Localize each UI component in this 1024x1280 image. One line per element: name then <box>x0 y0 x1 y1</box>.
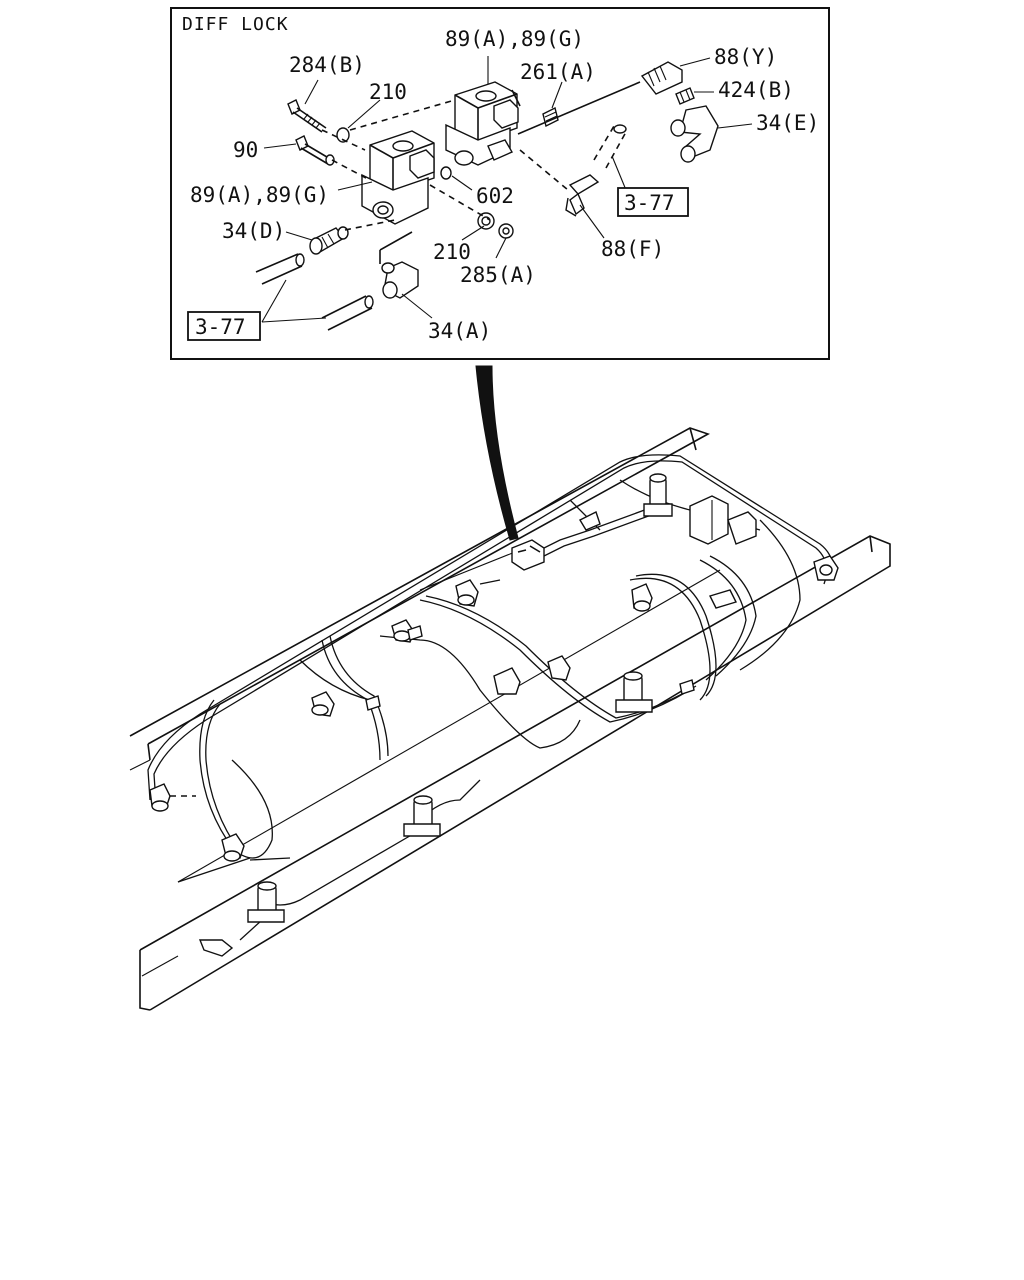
label-34d: 34(D) <box>222 219 285 243</box>
hose-upper-right <box>593 124 627 169</box>
label-210-top: 210 <box>369 80 407 104</box>
label-34a: 34(A) <box>428 319 491 343</box>
hose-left-upper <box>255 253 305 285</box>
inset-diff-lock: DIFF LOCK <box>170 7 830 360</box>
o-ring-602 <box>440 166 452 180</box>
nut-285a <box>498 223 514 239</box>
label-285a: 285(A) <box>460 263 536 287</box>
valve-bottom-left <box>247 881 285 923</box>
tee-88f <box>565 174 600 217</box>
ref-3-77-right: 3-77 <box>624 191 675 215</box>
connector-424b <box>675 87 695 105</box>
washer-210-bottom <box>477 212 495 230</box>
air-piping <box>147 454 834 941</box>
fitting-12 <box>198 939 234 957</box>
label-89a-89g-left: 89(A),89(G) <box>190 183 329 207</box>
label-34e: 34(E) <box>756 111 819 135</box>
label-424b: 424(B) <box>718 78 794 102</box>
fitting-4 <box>311 691 335 717</box>
fitting-5 <box>149 783 196 812</box>
label-89a-89g-top: 89(A),89(G) <box>445 27 584 51</box>
label-88y: 88(Y) <box>714 45 777 69</box>
bolt-284b <box>287 99 327 133</box>
solenoid-valve-lower <box>361 130 435 225</box>
solenoid-valve-upper <box>445 81 519 166</box>
bolt-90 <box>295 135 335 166</box>
inset-title: DIFF LOCK <box>182 14 289 35</box>
ref-box-left: 3-77 <box>187 311 261 341</box>
callout-pointer <box>475 365 519 541</box>
relay-valve-right <box>689 495 757 545</box>
ref-3-77-left: 3-77 <box>195 315 246 339</box>
washer-210-top <box>336 127 350 143</box>
label-90: 90 <box>233 138 258 162</box>
fitting-9 <box>493 667 521 695</box>
fitting-11 <box>813 555 839 581</box>
label-261a: 261(A) <box>520 60 596 84</box>
elbow-88y <box>640 61 683 95</box>
label-602: 602 <box>476 184 514 208</box>
label-284b: 284(B) <box>289 53 365 77</box>
fitting-1 <box>579 511 601 531</box>
valve-middle-right <box>615 671 653 713</box>
clamp-2 <box>365 695 381 711</box>
fitting-8 <box>547 655 571 681</box>
label-210-bottom: 210 <box>433 240 471 264</box>
valve-top-right <box>643 473 673 517</box>
connector-34d <box>309 226 349 255</box>
fitting-7 <box>631 583 653 612</box>
clamp-1 <box>679 679 695 695</box>
clamp-3 <box>407 625 423 641</box>
hose-left-lower <box>321 295 374 331</box>
elbow-34a <box>381 261 419 299</box>
elbow-34e <box>670 105 719 163</box>
ref-box-right: 3-77 <box>617 187 689 217</box>
label-88f: 88(F) <box>601 237 664 261</box>
fitting-6 <box>221 833 245 862</box>
diff-lock-valve <box>511 539 545 571</box>
valve-bottom-middle <box>403 795 441 837</box>
fitting-10 <box>709 589 737 609</box>
frame-components <box>149 473 839 957</box>
fitting-2 <box>455 579 479 607</box>
